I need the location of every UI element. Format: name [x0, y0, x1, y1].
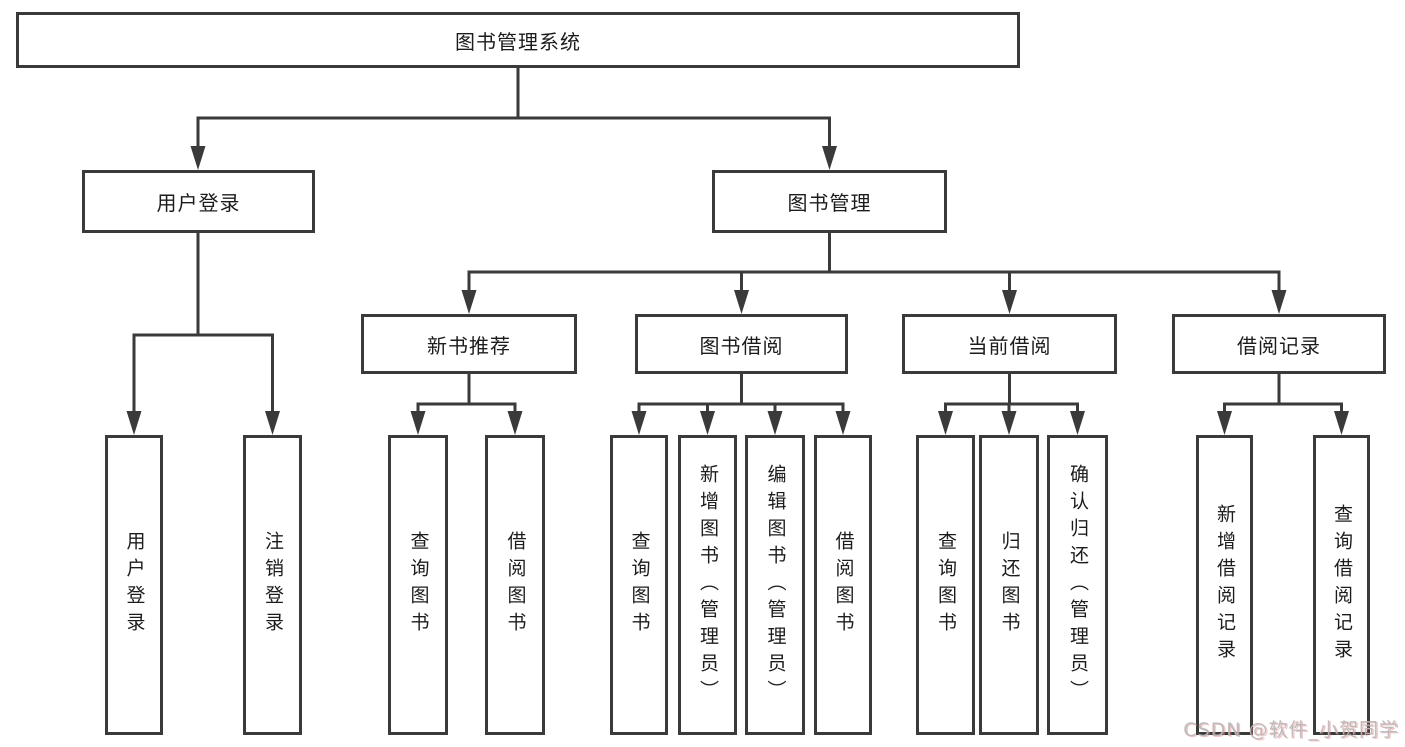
leaf-edit-books-admin: 编辑图书（管理员）: [745, 435, 805, 735]
node-label: 图书借阅: [699, 333, 784, 358]
node-user-login: 用户登录: [82, 170, 315, 233]
leaf-label: 注销登录: [262, 531, 284, 639]
node-current-borrowing: 当前借阅: [902, 314, 1117, 374]
leaf-query-books-borrow: 查询图书: [610, 435, 668, 735]
leaf-user-login: 用户登录: [105, 435, 163, 735]
leaf-confirm-return-admin: 确认归还（管理员）: [1047, 435, 1108, 735]
leaf-logout: 注销登录: [243, 435, 302, 735]
node-new-book-recommendation: 新书推荐: [361, 314, 577, 374]
leaf-label: 借阅图书: [504, 531, 527, 639]
node-label: 借阅记录: [1237, 333, 1321, 358]
leaf-label: 查询借阅记录: [1331, 504, 1353, 666]
node-library-management-system: 图书管理系统: [16, 12, 1020, 68]
leaf-label: 编辑图书（管理员）: [764, 463, 787, 707]
leaf-borrow-books: 借阅图书: [814, 435, 872, 735]
node-label: 当前借阅: [967, 333, 1052, 358]
node-label: 图书管理系统: [455, 29, 581, 54]
leaf-label: 确认归还（管理员）: [1067, 463, 1089, 707]
leaf-label: 归还图书: [998, 531, 1021, 639]
node-label: 用户登录: [156, 191, 241, 215]
node-label: 新书推荐: [427, 333, 511, 358]
leaf-query-books-current: 查询图书: [916, 435, 975, 735]
node-label: 图书管理: [787, 191, 872, 215]
leaf-label: 新增图书（管理员）: [697, 463, 719, 707]
leaf-add-borrow-record: 新增借阅记录: [1196, 435, 1253, 735]
node-borrowing-records: 借阅记录: [1172, 314, 1386, 374]
leaf-label: 借阅图书: [832, 531, 855, 639]
leaf-label: 查询图书: [935, 531, 957, 639]
leaf-label: 查询图书: [628, 531, 651, 639]
node-book-borrowing: 图书借阅: [635, 314, 848, 374]
node-book-management: 图书管理: [712, 170, 947, 233]
leaf-label: 查询图书: [407, 531, 430, 639]
leaf-label: 新增借阅记录: [1214, 504, 1236, 666]
leaf-label: 用户登录: [123, 531, 146, 639]
leaf-query-books-recommend: 查询图书: [388, 435, 448, 735]
leaf-add-books-admin: 新增图书（管理员）: [678, 435, 737, 735]
leaf-return-books: 归还图书: [979, 435, 1039, 735]
watermark: CSDN @软件_小贺同学: [1183, 719, 1399, 741]
leaf-query-borrow-record: 查询借阅记录: [1313, 435, 1370, 735]
leaf-borrow-books-recommend: 借阅图书: [485, 435, 545, 735]
